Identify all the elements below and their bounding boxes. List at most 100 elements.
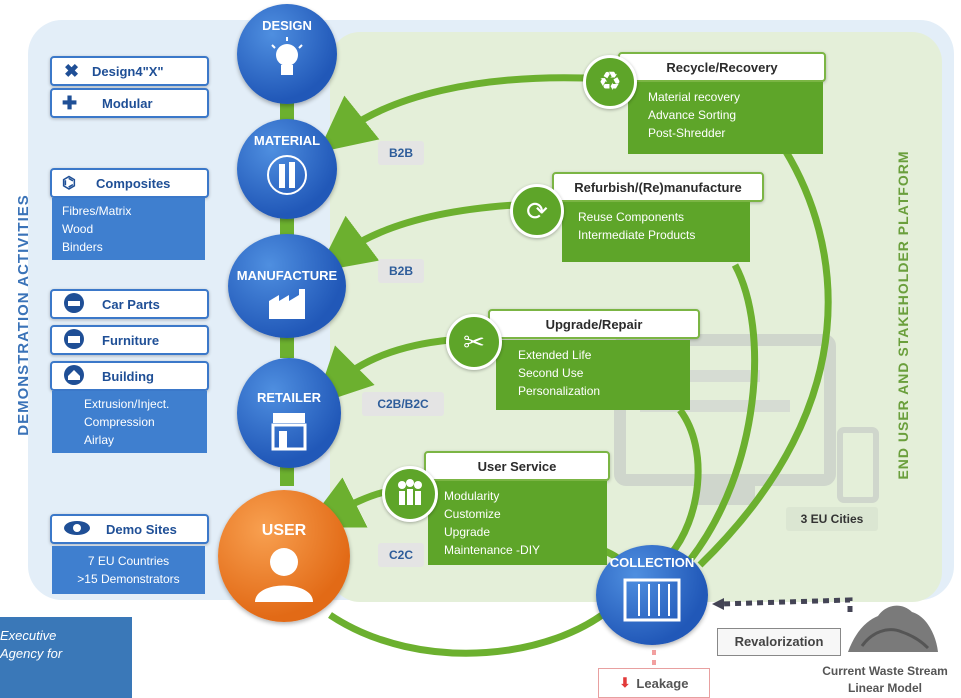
waste-pile-icon [848,605,938,652]
design-stage: DESIGN [237,4,337,104]
recycle-icon: ♻ [583,55,637,109]
list-item: Compression [84,415,155,429]
list-item: Customize [444,507,501,521]
refurbish-header: Refurbish/(Re)manufacture [552,172,764,202]
list-item: Upgrade [444,525,491,539]
demo-sites-label: Demo Sites [106,521,177,537]
composites-list: Fibres/Matrix Wood Binders [52,198,205,260]
tag-icon: ⌬ [62,175,76,192]
user-stage: USER [218,490,350,622]
list-item: Reuse Components [578,210,685,224]
svg-text:♻: ♻ [598,67,621,97]
user-title: USER [261,522,307,539]
leakage-label: Leakage [636,675,689,691]
retailer-title: RETAILER [256,390,322,405]
design-title: DESIGN [262,18,312,33]
store-icon [271,413,307,451]
people-icon [382,466,438,522]
car-parts-box: Car Parts [50,289,209,319]
list-item: Post-Shredder [648,126,726,140]
list-item: Personalization [518,384,601,398]
list-item: Maintenance -DIY [444,543,541,557]
service-list: Modularity Customize Upgrade Maintenance… [428,481,607,565]
manufacture-title: MANUFACTURE [236,268,338,283]
house-icon [62,364,102,388]
car-icon [62,292,102,316]
cross-icon: ✖ [64,60,80,81]
puzzle-icon: ✚ [62,92,78,113]
refurbish-list: Reuse Components Intermediate Products [562,202,750,262]
list-item: Material recovery [648,90,741,104]
material-stage: MATERIAL [237,119,337,219]
list-item: Wood [62,222,94,236]
revalorization-box: Revalorization [717,628,841,656]
refurbish-title: Refurbish/(Re)manufacture [574,179,742,195]
upgrade-title: Upgrade/Repair [545,316,643,332]
svg-text:✂: ✂ [463,328,485,358]
c2c-tag: C2C [378,543,424,567]
material-title: MATERIAL [253,133,321,148]
list-item: Airlay [84,433,115,447]
demo-sites-list: 7 EU Countries >15 Demonstrators [52,546,205,594]
demo-sites-box: Demo Sites [50,514,209,544]
waste-line1: Current Waste Stream [822,664,948,678]
furniture-icon [62,328,102,352]
refresh-icon: ⟳ [510,184,564,238]
waste-stream-label: Current Waste Stream Linear Model [810,663,960,697]
svg-text:⟳: ⟳ [526,197,548,227]
list-item: Fibres/Matrix [62,204,132,218]
car-parts-label: Car Parts [102,296,160,312]
list-item: Modularity [444,489,500,503]
retailer-stage: RETAILER [237,358,341,468]
collection-title: COLLECTION [609,555,695,570]
upgrade-header: Upgrade/Repair [488,309,700,339]
corner-line2: Agency for [0,646,63,661]
b2b-tag-2: B2B [378,259,424,283]
eye-icon [62,519,106,540]
building-list: Extrusion/Inject. Compression Airlay [52,391,207,453]
recycle-title: Recycle/Recovery [666,59,778,75]
flow-arrow [280,336,294,358]
recycle-header: Recycle/Recovery [618,52,826,82]
list-item: Advance Sorting [648,108,737,122]
flow-arrow [280,464,294,486]
furniture-label: Furniture [102,332,160,348]
modular-label: Modular [102,95,153,111]
furniture-box: Furniture [50,325,209,355]
modular-box: ✚ Modular [50,88,209,118]
manufacture-stage: MANUFACTURE [228,234,346,338]
b2b-tag-1: B2B [378,141,424,165]
design4x-label: Design4"X" [92,63,164,79]
waste-line2: Linear Model [847,681,922,695]
down-arrow-icon: ⬇ [619,675,631,690]
list-item: Intermediate Products [578,228,696,242]
container-icon [623,578,681,622]
factory-icon [269,289,305,319]
corner-line1: Executive [0,628,57,643]
recycle-list: Material recovery Advance Sorting Post-S… [628,82,823,154]
list-item: Extended Life [518,348,592,362]
list-item: 7 EU Countries [87,554,170,568]
service-title: User Service [477,458,557,474]
c2b-b2c-tag: C2B/B2C [362,392,444,416]
composites-box: ⌬ Composites [50,168,209,198]
lightbulb-icon [271,37,303,75]
building-box: Building [50,361,209,391]
design4x-box: ✖ Design4"X" [50,56,209,86]
list-item: Binders [62,240,103,254]
user-icon [255,548,313,602]
service-header: User Service [424,451,610,481]
leakage-box: ⬇ Leakage [598,668,710,698]
list-item: >15 Demonstrators [77,572,180,586]
eu-cities-tag: 3 EU Cities [786,507,878,531]
composites-label: Composites [96,175,171,191]
wrench-icon: ✂ [446,314,502,370]
upgrade-list: Extended Life Second Use Personalization [496,340,690,410]
agency-corner: Executive Agency for [0,617,132,698]
collection-stage: COLLECTION [596,545,708,645]
list-item: Second Use [518,366,584,380]
list-item: Extrusion/Inject. [84,397,170,411]
building-label: Building [102,368,154,384]
material-icon [267,155,307,195]
